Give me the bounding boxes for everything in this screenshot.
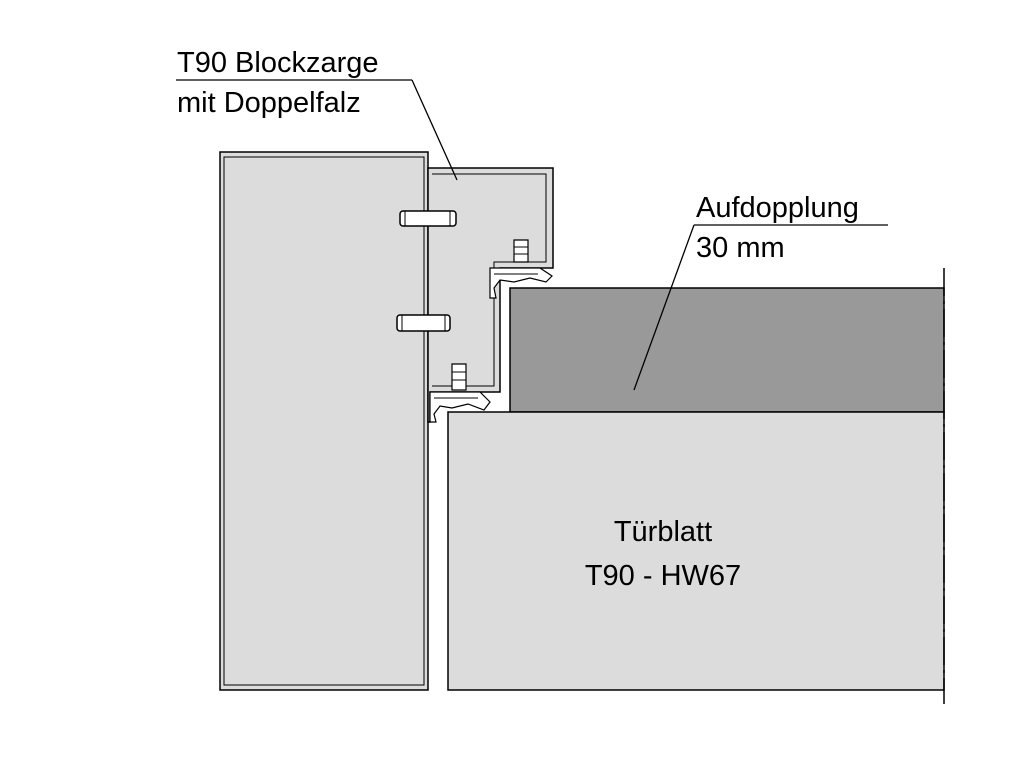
frame-post	[219, 151, 429, 691]
door-leaf-label-line1: Türblatt	[614, 516, 712, 548]
anchor-bolt-upper	[399, 210, 457, 227]
leader-lining	[633, 224, 888, 391]
door-leaf-panel	[447, 411, 945, 691]
anchor-bolt-lower	[396, 314, 451, 332]
frame-label-line1: T90 Blockzarge	[177, 47, 379, 79]
lining-panel	[509, 287, 945, 413]
seal-lower	[429, 363, 491, 423]
seal-upper	[489, 239, 553, 299]
lining-label-line2: 30 mm	[696, 232, 785, 264]
frame-label-line2: mit Doppelfalz	[177, 87, 361, 119]
door-leaf-label-line2: T90 - HW67	[585, 560, 741, 592]
lining-label-line1: Aufdopplung	[696, 192, 859, 224]
leader-frame	[176, 79, 458, 181]
